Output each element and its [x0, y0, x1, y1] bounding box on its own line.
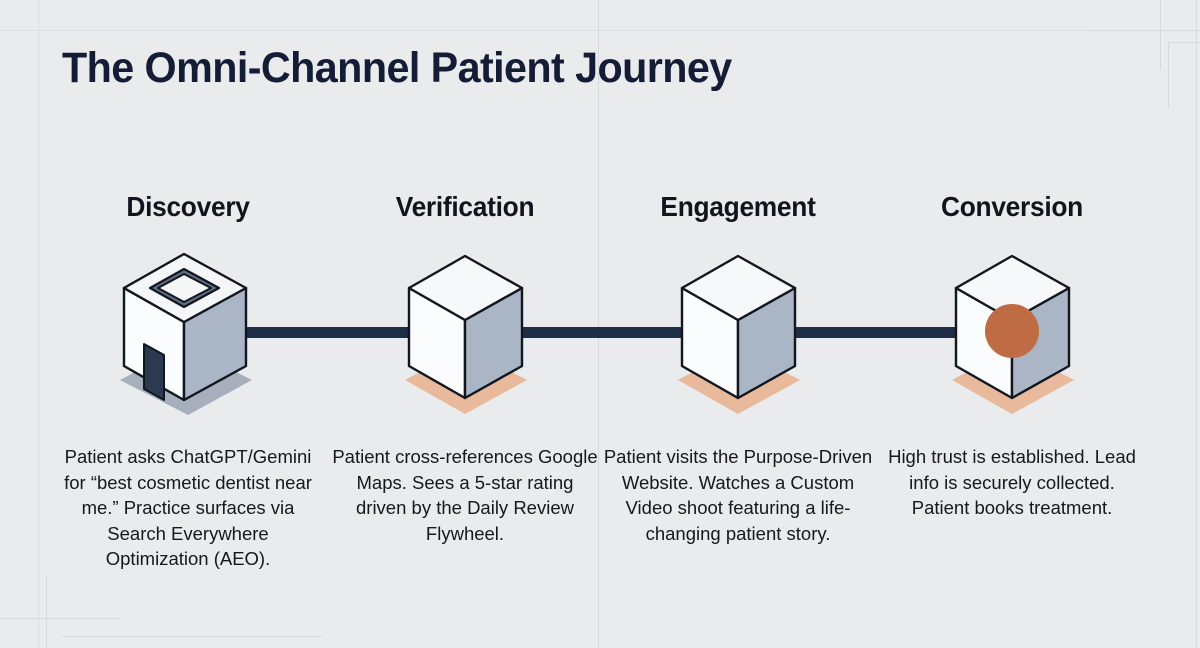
- crosshair-mark-top-right-h2: [1168, 42, 1200, 43]
- stage-verification[interactable]: Verification Patient cross-references Go…: [325, 0, 605, 648]
- isometric-cube-node-icon: [872, 240, 1152, 420]
- grid-line-vertical-right: [1196, 0, 1197, 648]
- grid-line-vertical-left: [38, 0, 39, 648]
- isometric-open-cube-icon: [48, 240, 328, 420]
- stage-discovery[interactable]: Discovery Patient asks ChatGPT/Gemini fo…: [48, 0, 328, 648]
- stage-label-engagement: Engagement: [660, 191, 816, 222]
- crosshair-mark-bottom-left-v: [46, 575, 47, 648]
- stage-caption-engagement: Patient visits the Purpose-Driven Websit…: [603, 446, 873, 544]
- connector-verification-engagement: [420, 327, 700, 338]
- stage-caption-discovery: Patient asks ChatGPT/Gemini for “best co…: [64, 446, 312, 569]
- stage-caption-conversion: High trust is established. Lead info is …: [888, 446, 1136, 518]
- page-title: The Omni-Channel Patient Journey: [62, 44, 732, 92]
- stage-engagement[interactable]: Engagement Patient visits the Purpose-Dr…: [598, 0, 878, 648]
- stage-label-verification: Verification: [395, 191, 535, 222]
- connector-engagement-conversion: [698, 327, 988, 338]
- conversion-node-dot: [985, 304, 1039, 358]
- crosshair-mark-top-right-v2: [1168, 42, 1169, 108]
- isometric-cube-icon: [598, 240, 878, 420]
- crosshair-mark-top-right-v: [1160, 0, 1161, 70]
- stage-conversion[interactable]: Conversion High trust is established. Le…: [872, 0, 1152, 648]
- isometric-cube-icon: [325, 240, 605, 420]
- stage-caption-verification: Patient cross-references Google Maps. Se…: [332, 446, 598, 544]
- connector-discovery-verification: [236, 327, 446, 338]
- stage-label-conversion: Conversion: [941, 191, 1083, 222]
- stage-label-discovery: Discovery: [126, 191, 250, 222]
